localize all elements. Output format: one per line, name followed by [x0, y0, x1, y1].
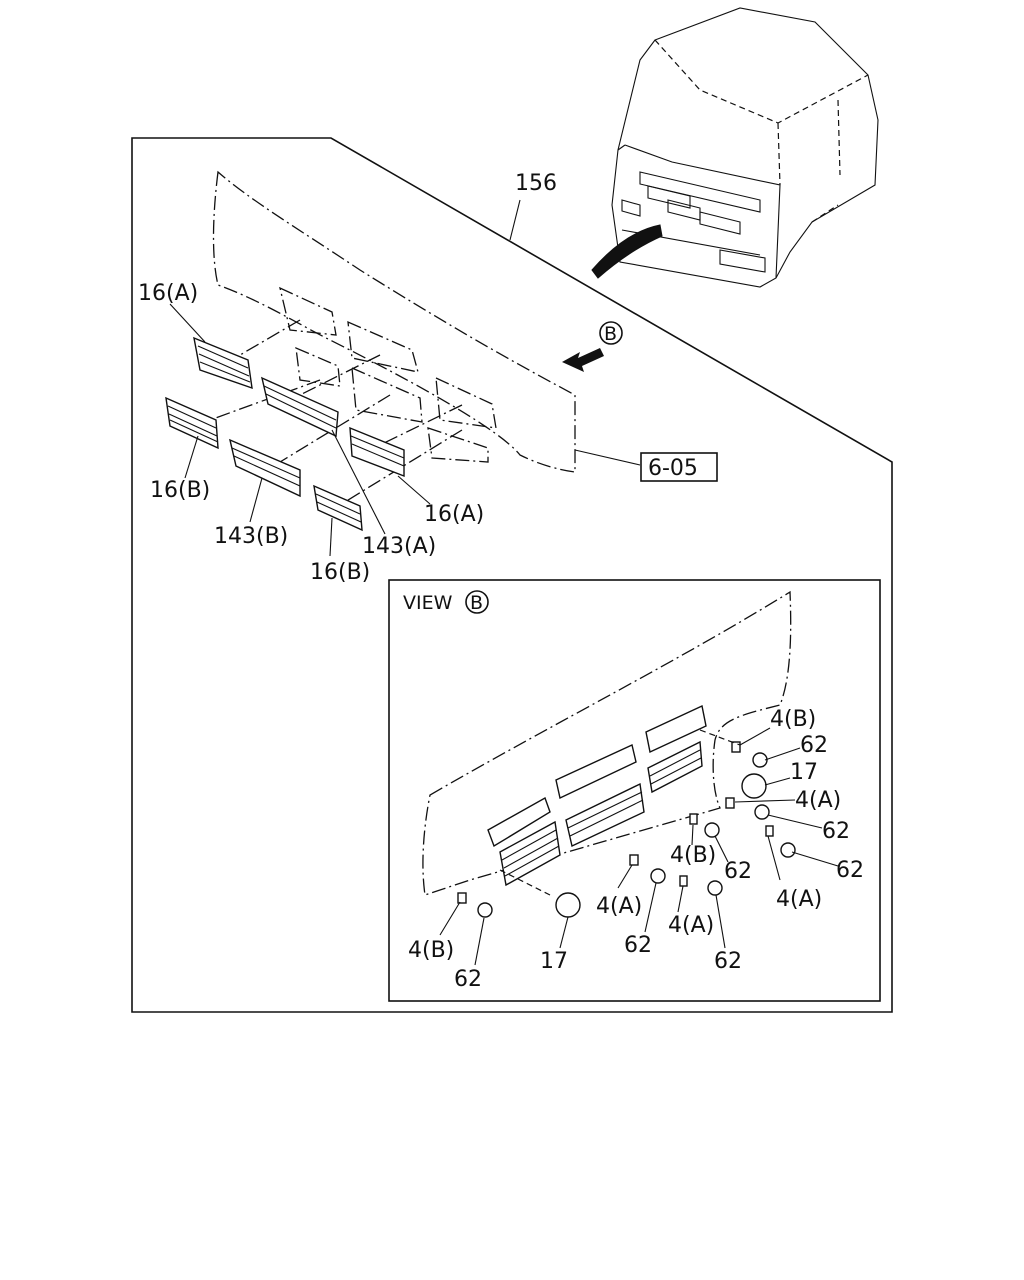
view-grille-right	[645, 704, 707, 794]
label-143a: 143(A)	[362, 534, 436, 559]
view-grille-center	[555, 744, 645, 848]
label-16a-top: 16(A)	[138, 281, 198, 306]
grille-piece-143a	[261, 376, 339, 438]
view-b-title-mark: B	[470, 592, 483, 614]
label-16b-left: 16(B)	[150, 478, 210, 503]
view-grille-left	[487, 796, 561, 887]
label-16b-bottom: 16(B)	[310, 560, 370, 585]
grille-piece-16a-top	[193, 336, 253, 390]
view-label-62-4: 62	[836, 858, 864, 883]
view-label-17-1: 17	[790, 760, 818, 785]
view-label-4b-2: 4(B)	[670, 843, 716, 868]
label-156: 156	[515, 171, 557, 196]
view-label-17-2: 17	[540, 949, 568, 974]
view-label-62-2: 62	[822, 819, 850, 844]
view-b-inset: VIEW B	[388, 579, 881, 1002]
view-label-4a-1: 4(A)	[795, 788, 841, 813]
grille-piece-16b-bottom	[313, 484, 363, 532]
label-143b: 143(B)	[214, 524, 288, 549]
view-b-title-circle	[465, 590, 489, 614]
view-label-62-7: 62	[454, 967, 482, 992]
view-b-arrow	[562, 321, 623, 372]
grille-piece-16b-left	[165, 396, 219, 450]
label-6-05: 6-05	[648, 456, 698, 481]
view-label-62-3: 62	[724, 859, 752, 884]
view-label-4a-3: 4(A)	[596, 894, 642, 919]
main-frame	[131, 137, 893, 1013]
main-leaders	[169, 199, 718, 557]
label-16a-right: 16(A)	[424, 502, 484, 527]
view-label-4b-3: 4(B)	[408, 938, 454, 963]
view-label-62-6: 62	[714, 949, 742, 974]
truck-cab-illustration	[591, 7, 879, 288]
view-b-frame	[388, 579, 881, 1002]
label-view-mark-b: B	[604, 323, 617, 345]
view-label-4a-2: 4(A)	[776, 887, 822, 912]
view-b-title: VIEW	[403, 592, 453, 614]
grille-panel-156	[209, 170, 576, 506]
grille-piece-143b	[229, 438, 301, 498]
view-fasteners	[457, 741, 796, 918]
view-label-4a-4: 4(A)	[668, 913, 714, 938]
view-label-4b-1: 4(B)	[770, 707, 816, 732]
view-leaders	[439, 727, 839, 966]
view-label-62-5: 62	[624, 933, 652, 958]
grille-piece-16a-right	[349, 426, 405, 478]
view-label-62-1: 62	[800, 733, 828, 758]
